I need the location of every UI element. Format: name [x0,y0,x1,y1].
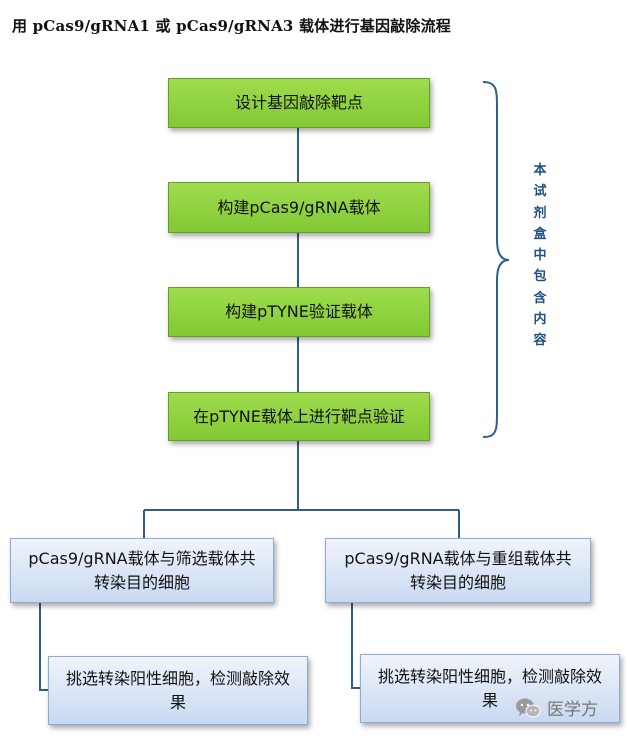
connector-left-branch [39,603,48,691]
step-verify-target: 在pTYNE载体上进行靶点验证 [168,392,430,441]
cotransfection-selection-vector: pCas9/gRNA载体与筛选载体共 转染目的细胞 [10,538,274,603]
page-title: 用 pCas9/gRNA1 或 pCas9/gRNA3 载体进行基因敲除流程 [12,17,451,35]
kit-label-char: 内 [533,312,547,328]
cotransfection-recombinant-vector: pCas9/gRNA载体与重组载体共 转染目的细胞 [325,538,591,603]
wechat-icon [516,698,541,717]
kit-label-char: 试 [533,184,547,200]
kit-label-char: 包 [533,269,547,285]
step-build-ptyne-vector: 构建pTYNE验证载体 [168,287,430,337]
step-build-pcas9-vector: 构建pCas9/gRNA载体 [168,182,430,233]
watermark-text: 医学方 [547,700,598,720]
step-label: 构建pTYNE验证载体 [225,302,373,321]
branch-text-line: 转染目的细胞 [409,572,506,592]
branch-text-line: pCas9/gRNA载体与重组载体共 [344,548,572,568]
branch-text-line: 果 [169,692,186,712]
step-label: 在pTYNE载体上进行靶点验证 [193,406,405,426]
curly-brace [482,81,510,438]
kit-label-char: 本 [533,163,547,178]
kit-label-char: 剂 [533,205,547,221]
watermark: 医学方 [515,695,598,720]
kit-label-char: 容 [533,333,547,349]
step-label: 构建pCas9/gRNA载体 [217,197,381,217]
branch-text-line: 挑选转染阳性细胞，检测敲除效 [65,668,290,688]
screening-left: 挑选转染阳性细胞，检测敲除效 果 [48,656,308,725]
branch-text-line: 转染目的细胞 [93,572,190,592]
kit-label-char: 盒 [533,226,547,242]
branch-text-line: 挑选转染阳性细胞，检测敲除效 [377,666,602,686]
kit-contents-label: 本 试 剂 盒 中 包 含 内 容 [528,160,552,352]
branch-text-line: 果 [481,690,498,710]
screening-right: 挑选转染阳性细胞，检测敲除效 果 [360,654,620,723]
kit-label-char: 含 [533,290,547,306]
kit-label-char: 中 [533,248,547,264]
connector-right-branch [351,603,360,689]
branch-text-line: pCas9/gRNA载体与筛选载体共 [28,548,256,568]
step-label: 设计基因敲除靶点 [234,93,363,112]
step-design-target: 设计基因敲除靶点 [168,78,430,128]
